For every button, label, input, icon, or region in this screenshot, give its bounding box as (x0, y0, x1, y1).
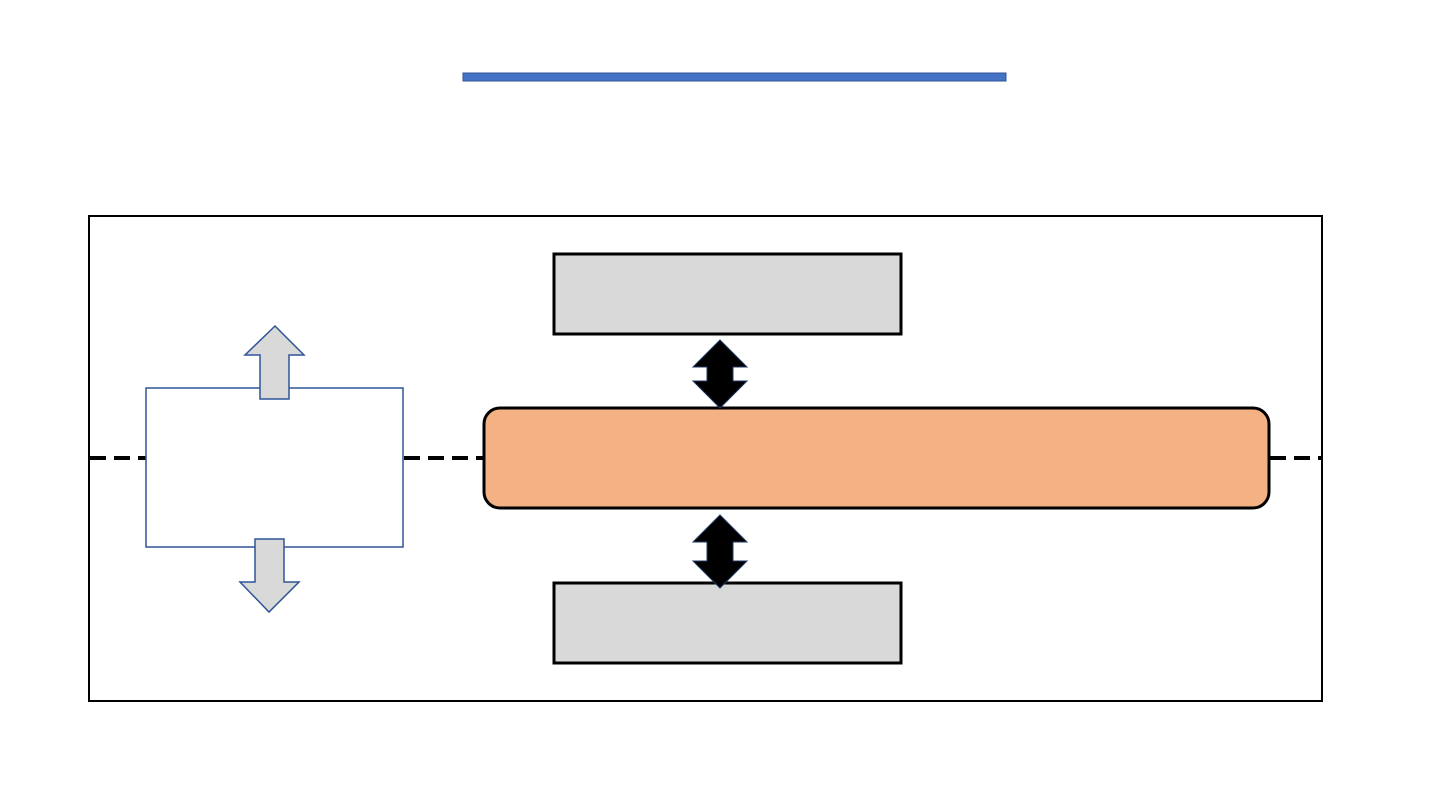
diagram-frame (88, 215, 1323, 702)
title-bar (462, 72, 1007, 82)
block-arrow-up-icon (243, 324, 306, 400)
orange-bar (482, 406, 1271, 510)
bottom-gray-box (552, 581, 903, 665)
block-arrow-down-icon (238, 538, 301, 614)
double-headed-arrow-icon (691, 339, 749, 409)
outline-box (145, 387, 404, 548)
top-gray-box (552, 252, 903, 336)
double-headed-arrow-icon (691, 514, 749, 589)
